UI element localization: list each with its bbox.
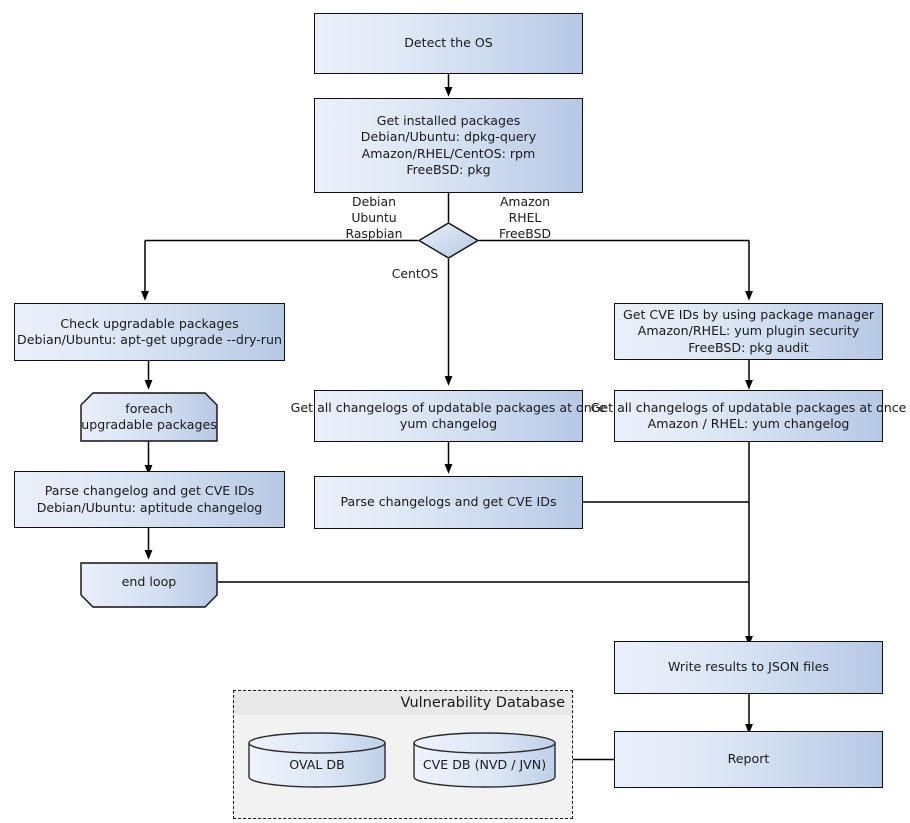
node-write-results[interactable]: Write results to JSON files	[614, 641, 883, 694]
node-get-installed-packages[interactable]: Get installed packages Debian/Ubuntu: dp…	[314, 98, 583, 193]
loop-end-shape	[80, 562, 218, 608]
database-oval-db[interactable]: OVAL DB	[248, 732, 386, 788]
node-parse-changelogs-center-label: Parse changelogs and get CVE IDs	[340, 494, 557, 510]
node-parse-changelogs-center[interactable]: Parse changelogs and get CVE IDs	[314, 476, 583, 529]
group-title-bar	[234, 691, 572, 715]
node-write-results-label: Write results to JSON files	[668, 659, 829, 675]
edge-label-left: Debian Ubuntu Raspbian	[345, 194, 403, 241]
diamond-shape	[418, 222, 479, 259]
node-check-upgradable-packages-label: Check upgradable packages Debian/Ubuntu:…	[17, 315, 282, 347]
edge-label-down: CentOS	[391, 266, 439, 281]
cylinder-shape	[413, 732, 556, 788]
node-parse-changelog-left-label: Parse changelog and get CVE IDs Debian/U…	[36, 483, 263, 515]
node-changelogs-center[interactable]: Get all changelogs of updatable packages…	[291, 390, 606, 442]
node-detect-os[interactable]: Detect the OS	[314, 13, 583, 74]
node-foreach-loop-start[interactable]: foreach upgradable packages	[80, 392, 218, 442]
node-changelogs-right-label: Get all changelogs of updatable packages…	[590, 399, 907, 431]
group-title: Vulnerability Database	[400, 695, 565, 711]
node-get-cve-package-manager-label: Get CVE IDs by using package manager Ama…	[622, 306, 875, 355]
loop-start-shape	[80, 392, 218, 442]
node-get-cve-package-manager[interactable]: Get CVE IDs by using package manager Ama…	[614, 303, 883, 360]
node-end-loop[interactable]: end loop	[80, 562, 218, 608]
node-os-decision[interactable]	[418, 222, 479, 259]
edge-label-right: Amazon RHEL FreeBSD	[499, 194, 551, 241]
database-cve-db-label: CVE DB (NVD / JVN)	[422, 757, 547, 772]
cylinder-shape	[248, 732, 386, 788]
node-changelogs-right[interactable]: Get all changelogs of updatable packages…	[591, 390, 906, 442]
node-check-upgradable-packages[interactable]: Check upgradable packages Debian/Ubuntu:…	[14, 303, 285, 361]
node-detect-os-label: Detect the OS	[404, 35, 493, 51]
node-foreach-loop-start-label: foreach upgradable packages	[81, 400, 217, 432]
database-oval-db-label: OVAL DB	[289, 757, 345, 772]
node-report-label: Report	[727, 751, 770, 767]
database-cve-db[interactable]: CVE DB (NVD / JVN)	[413, 732, 556, 788]
node-changelogs-center-label: Get all changelogs of updatable packages…	[290, 399, 607, 431]
node-get-installed-packages-label: Get installed packages Debian/Ubuntu: dp…	[360, 112, 537, 177]
node-report[interactable]: Report	[614, 731, 883, 788]
node-end-loop-label: end loop	[121, 573, 177, 589]
node-parse-changelog-left[interactable]: Parse changelog and get CVE IDs Debian/U…	[14, 471, 285, 528]
